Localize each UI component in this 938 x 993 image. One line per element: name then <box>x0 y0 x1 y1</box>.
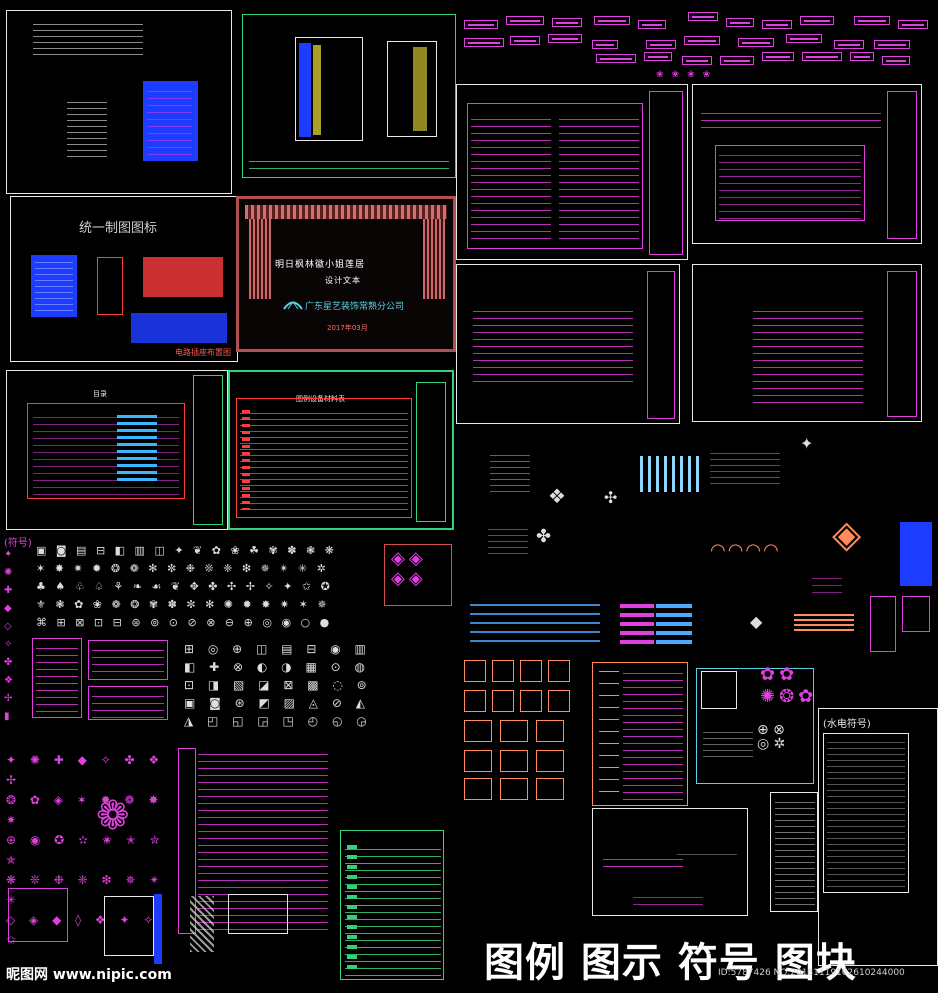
cover-project-name: 明日枫林徽小姐莲居 <box>275 260 366 270</box>
orange-frames-cluster <box>460 660 590 810</box>
construction-notes-sheet <box>456 264 680 424</box>
symbols-label: (符号) <box>4 538 32 549</box>
symbols-table <box>770 792 818 912</box>
equipment-list-green <box>340 830 444 980</box>
legend-sheet-top-left <box>6 10 232 194</box>
unified-legend-title: 统一制图图标 <box>79 221 158 236</box>
drawing-list-sheet <box>456 84 688 260</box>
symbol-cluster-right-2: ◆ <box>460 596 936 660</box>
company-logo-icon <box>283 295 303 310</box>
unified-legend-sheet: 统一制图图标 电路插座布置图 <box>10 196 238 362</box>
materials-title: 图例设备材料表 <box>296 395 345 403</box>
diamond-symbol-frame: ◈◈◈◈ <box>384 544 452 606</box>
cover-date: 2017年03月 <box>327 324 368 332</box>
watermark-id: ID:5787426 NO:20181119162610244000 <box>718 968 905 978</box>
magenta-tables-left <box>32 638 182 748</box>
magenta-symbol-grid: ✦ ✺ ✚ ◆ ✧ ✤ ❖ ✢ ❂ ✿ ◈ ✶ ✹ ❁ ✸ ✷ ⊕ ◉ ✪ ✫ … <box>6 753 165 947</box>
watermark-site: 昵图网 www.nipic.com <box>6 967 172 983</box>
catalog-title: 目录 <box>93 390 107 398</box>
catalog-sheet: 目录 <box>6 370 228 530</box>
ornament-cluster: ✿✿✺❂✿ <box>760 664 818 707</box>
distribution-sheet <box>692 264 922 422</box>
legend-sheet-green-frame <box>242 14 456 178</box>
cover-sheet: 明日枫林徽小姐莲居 设计文本 广东星艺装饰常熟分公司 2017年03月 <box>236 196 456 352</box>
electrical-notes-sheet <box>692 84 922 244</box>
magenta-ornament-blob: ❁ <box>96 793 130 839</box>
symbol-cluster-right: ❖ ✣ ✦ ◈ ✤ ◠◠◠◠ <box>460 428 936 598</box>
water-elec-label: (水电符号) <box>823 719 871 730</box>
materials-sheet: 图例设备材料表 <box>228 370 454 530</box>
lamp-table <box>592 662 688 806</box>
main-caption: 图例 图示 符号 图块 <box>484 940 857 986</box>
cover-subtitle: 设计文本 <box>325 276 361 285</box>
socket-legend-caption: 电路插座布置图 <box>175 348 231 357</box>
white-glyph-cluster: ▣ ◙ ▤ ⊟ ◧ ▥ ◫ ✦ ❦ ✿ ❀ ☘ ✾ ✽ ❃ ❋ ✶ ✸ ✷ ✹ … <box>36 544 337 629</box>
cyan-symbol-frame: ⊕ ⊗◎ ✲ <box>696 668 814 784</box>
white-symbol-grid: ⊞ ◎ ⊕ ◫ ▤ ⊟ ◉ ▥ ◧ ✚ ⊗ ◐ ◑ ▦ ⊙ ◍ ⊡ ◨ ▧ ◪ … <box>184 642 372 728</box>
tag-cluster-top-right: ❀❀❀❀ <box>456 6 934 84</box>
cover-company: 广东星艺装饰常熟分公司 <box>305 302 405 312</box>
keysoft-sheet <box>592 808 748 916</box>
floor-plan-sketches <box>4 880 338 980</box>
water-elec-sheet: (水电符号) <box>818 708 938 966</box>
symbol-column-left: ✦✺✚◆◇✧✤❖✢▮ <box>4 549 13 722</box>
white-table-middle <box>178 748 336 938</box>
